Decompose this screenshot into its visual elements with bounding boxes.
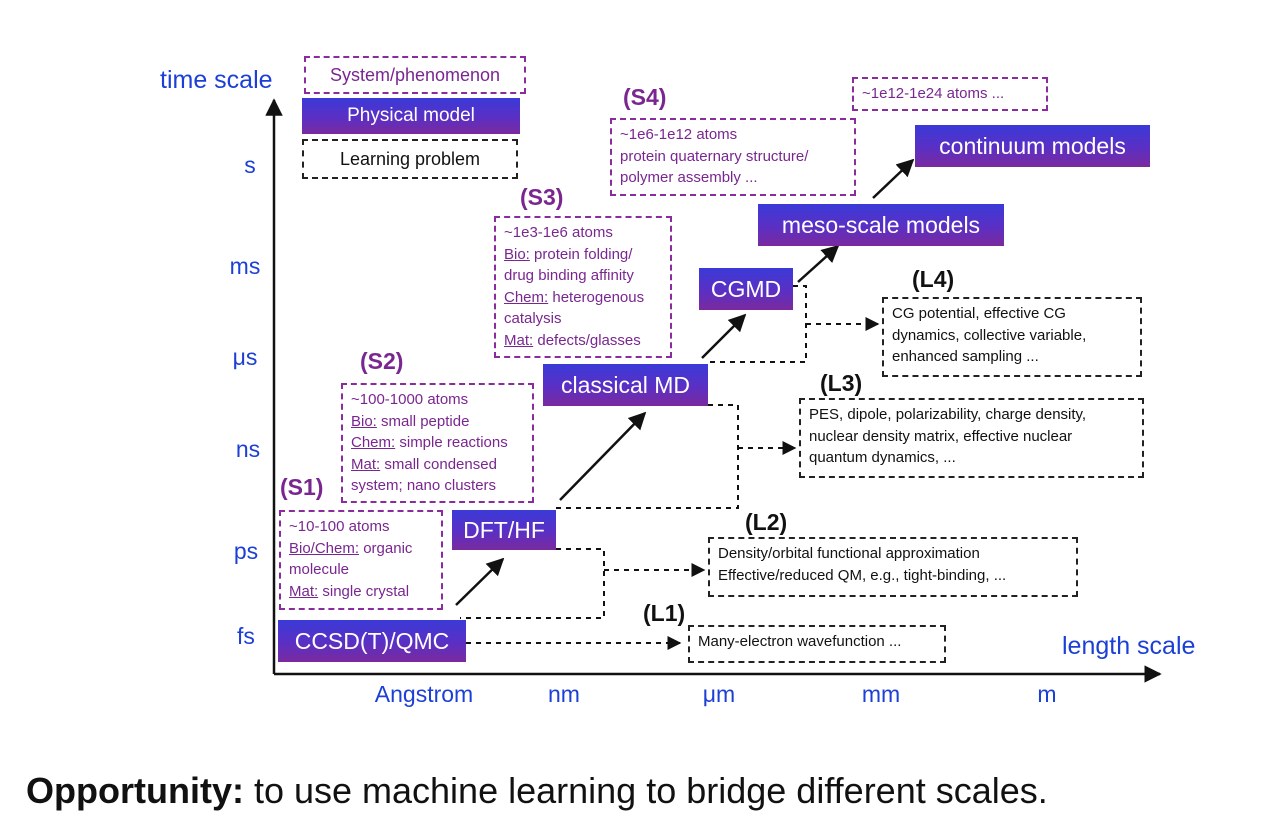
model-ccsd-qmc: CCSD(T)/QMC	[278, 620, 466, 662]
s3-line3: drug binding affinity	[504, 267, 634, 284]
s2-label: (S2)	[360, 348, 404, 374]
s2-line3: Chem: simple reactions	[351, 432, 524, 454]
s3-label: (S3)	[520, 184, 564, 210]
s4-line2: protein quaternary structure/	[620, 147, 809, 165]
s5-box: ~1e12-1e24 atoms ...	[852, 77, 1048, 111]
s3-line5: catalysis	[504, 310, 562, 327]
l3-label: (L3)	[820, 370, 863, 396]
s2-line3-key: Chem:	[351, 434, 396, 451]
s3-line6-key: Mat:	[504, 331, 534, 349]
s1-line4-key: Mat:	[289, 582, 319, 600]
s4-label: (S4)	[623, 84, 667, 110]
model-cgmd: CGMD	[699, 268, 793, 310]
l4-line1: CG potential, effective CG	[892, 305, 1066, 322]
model-meso-scale: meso-scale models	[758, 204, 1004, 246]
l2-label: (L2)	[745, 509, 788, 535]
arrow-md-to-cgmd	[701, 313, 747, 359]
arrow-cgmd-to-meso	[797, 244, 840, 283]
y-tick-ms: ms	[229, 253, 261, 279]
s2-line4: Mat: small condensed	[351, 454, 524, 476]
dash-md-to-l3	[556, 404, 739, 509]
s2-line3-text: simple reactions	[395, 434, 508, 451]
y-tick-ps: ps	[233, 538, 259, 564]
s1-line2: Bio/Chem: organic	[289, 538, 433, 560]
s3-line6: Mat: defects/glasses	[504, 330, 662, 352]
s3-line2-key: Bio:	[504, 245, 530, 263]
opportunity-bold: Opportunity:	[26, 770, 244, 811]
s3-line4: Chem: heterogenous	[504, 287, 662, 309]
s3-line2: Bio: protein folding/	[504, 244, 662, 266]
s2-line4-text: small condensed	[380, 455, 497, 473]
l4-label: (L4)	[912, 266, 955, 292]
l3-box: PES, dipole, polarizability, charge dens…	[799, 398, 1144, 478]
legend-system: System/phenomenon	[304, 56, 526, 94]
x-tick-angstrom: Angstrom	[374, 681, 474, 707]
y-tick-s: s	[244, 152, 256, 178]
legend-learning: Learning problem	[302, 139, 518, 179]
x-tick-um: μm	[702, 681, 736, 707]
s1-line4: Mat: single crystal	[289, 581, 433, 603]
s1-box: ~10-100 atoms Bio/Chem: organic molecule…	[279, 510, 443, 610]
l3-line3: quantum dynamics, ...	[809, 449, 956, 466]
x-tick-nm: nm	[548, 681, 580, 707]
legend-physical-model: Physical model	[302, 98, 520, 134]
l2-line2: Effective/reduced QM, e.g., tight-bindin…	[718, 566, 1007, 584]
l3-line2: nuclear density matrix, effective nuclea…	[809, 427, 1073, 445]
l2-line1: Density/orbital functional approximation	[718, 545, 980, 562]
s4-line3: polymer assembly ...	[620, 169, 758, 186]
y-tick-ns: ns	[235, 436, 261, 462]
x-tick-mm: mm	[861, 681, 901, 707]
s2-line2: Bio: small peptide	[351, 411, 524, 433]
s2-line2-key: Bio:	[351, 412, 377, 430]
l2-box: Density/orbital functional approximation…	[708, 537, 1078, 597]
model-dft-hf: DFT/HF	[452, 510, 556, 550]
s2-line4-key: Mat:	[351, 455, 381, 473]
l4-box: CG potential, effective CG dynamics, col…	[882, 297, 1142, 377]
s2-box: ~100-1000 atoms Bio: small peptide Chem:…	[341, 383, 534, 503]
s3-line2-text: protein folding/	[529, 245, 633, 263]
s1-line4-text: single crystal	[318, 582, 410, 600]
s1-line1: ~10-100 atoms	[289, 518, 390, 535]
y-axis-title: time scale	[160, 66, 273, 94]
s5-line1: ~1e12-1e24 atoms ...	[862, 85, 1005, 102]
s2-line2-text: small peptide	[376, 412, 470, 430]
y-tick-fs: fs	[237, 623, 255, 649]
s3-line4-text: heterogenous	[548, 288, 645, 306]
l1-label: (L1)	[643, 600, 686, 626]
s1-line2-text: organic	[359, 539, 413, 557]
l4-line2: dynamics, collective variable,	[892, 326, 1087, 344]
s1-line3: molecule	[289, 561, 350, 578]
x-tick-m: m	[1037, 681, 1057, 707]
l4-line3: enhanced sampling ...	[892, 348, 1039, 365]
l1-line1: Many-electron wavefunction ...	[698, 633, 902, 650]
model-classical-md: classical MD	[543, 364, 708, 406]
opportunity-statement: Opportunity: to use machine learning to …	[26, 770, 1048, 812]
y-tick-us: μs	[232, 344, 258, 370]
dash-dft-to-l2	[460, 548, 605, 619]
s2-line5: system; nano clusters	[351, 477, 497, 494]
l1-box: Many-electron wavefunction ...	[688, 625, 946, 663]
arrow-meso-to-continuum	[872, 158, 915, 199]
s3-line4-key: Chem:	[504, 288, 549, 306]
s4-line1: ~1e6-1e12 atoms	[620, 126, 738, 143]
s1-label: (S1)	[280, 474, 324, 500]
arrow-ccsd-to-dft	[455, 557, 505, 606]
s2-line1: ~100-1000 atoms	[351, 391, 469, 408]
arrow-dft-to-md	[559, 411, 647, 501]
s4-box: ~1e6-1e12 atoms protein quaternary struc…	[610, 118, 856, 196]
s1-line2-key: Bio/Chem:	[289, 539, 360, 557]
s3-line1: ~1e3-1e6 atoms	[504, 224, 613, 241]
model-continuum: continuum models	[915, 125, 1150, 167]
opportunity-text: to use machine learning to bridge differ…	[243, 770, 1048, 811]
l3-line1: PES, dipole, polarizability, charge dens…	[809, 406, 1087, 423]
s3-box: ~1e3-1e6 atoms Bio: protein folding/ dru…	[494, 216, 672, 358]
s3-line6-text: defects/glasses	[533, 331, 641, 349]
x-axis-title: length scale	[1062, 632, 1196, 660]
